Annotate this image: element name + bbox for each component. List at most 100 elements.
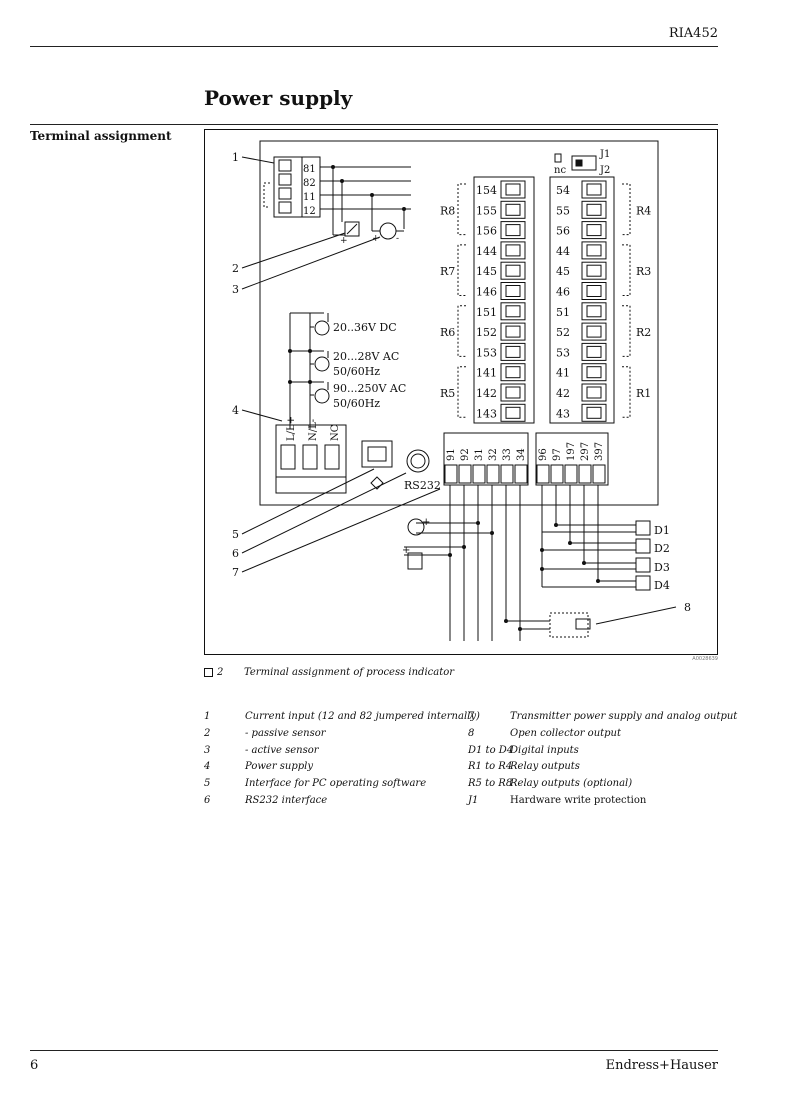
io-terminal-screw [514, 464, 528, 484]
relay-terminal-cell [581, 241, 607, 260]
power-wiring [289, 312, 330, 429]
digital-input-d1: D1 [654, 524, 670, 537]
relay-terminal-41: 41 [556, 367, 570, 380]
jumper-j1-label: J1 [599, 149, 610, 160]
relay-terminal-cell [581, 322, 607, 341]
jumper-j1 [554, 153, 597, 171]
sensor-terminal-block: 81 82 11 12 [263, 156, 321, 218]
relay-terminal-screw [586, 386, 602, 399]
io-terminal-screw [458, 464, 472, 484]
legend-text: Hardware write protection [510, 795, 647, 806]
io-terminal-297: 297 [580, 442, 591, 461]
relay-terminal-screw [505, 203, 521, 216]
relay-label-R4: R4 [636, 204, 651, 217]
svg-text:+: + [402, 545, 410, 556]
power-label-ac-low-freq: 50/60Hz [333, 365, 380, 378]
legend-text: RS232 interface [245, 795, 328, 806]
relay-terminal-cell [500, 322, 526, 341]
terminal-11: 11 [303, 192, 316, 203]
io-terminal-397: 397 [594, 442, 605, 461]
legend-key: 1 [204, 711, 211, 722]
io-terminal-96: 96 [538, 448, 549, 461]
callout-2: 2 [232, 262, 239, 275]
legend-key: 6 [204, 795, 211, 806]
relay-terminal-cell [581, 261, 607, 280]
callout-5: 5 [232, 528, 239, 541]
legend-text: - active sensor [245, 745, 319, 756]
relay-terminal-cell [581, 200, 607, 219]
relay-terminal-screw [505, 285, 521, 297]
relay-terminal-cell [500, 261, 526, 280]
relay-terminal-screw [586, 406, 602, 419]
footer-brand: Endress+Hauser [605, 1058, 718, 1073]
relay-terminal-43: 43 [556, 407, 570, 420]
relay-terminal-screw [505, 264, 521, 277]
io-terminal-32: 32 [488, 448, 499, 461]
relay-terminal-screw [505, 386, 521, 399]
relay-terminal-screw [586, 285, 602, 297]
digital-input-d3: D3 [654, 561, 670, 574]
relay-terminal-155: 155 [476, 204, 497, 217]
relay-terminal-cell [500, 282, 526, 300]
relay-terminal-screw [505, 406, 521, 419]
legend-text: Interface for PC operating software [245, 778, 427, 789]
relay-terminal-cell [581, 282, 607, 300]
relay-terminal-156: 156 [476, 225, 497, 238]
svg-text:+: + [340, 236, 348, 246]
relay-terminal-53: 53 [556, 346, 570, 359]
relay-terminal-56: 56 [556, 225, 570, 238]
digital-input-d2: D2 [654, 542, 670, 555]
legend-text: Digital inputs [510, 745, 579, 756]
relay-terminal-cell [581, 403, 607, 422]
legend-key: 4 [204, 761, 211, 772]
figure-code: A0028639 [692, 656, 718, 662]
io-terminal-197: 197 [566, 442, 577, 461]
section-side-label: Terminal assignment [30, 129, 172, 143]
terminal-12: 12 [303, 206, 316, 217]
legend-key: 7 [468, 711, 475, 722]
terminal-assignment-figure: 81 82 11 12 + + - 1 [204, 129, 718, 655]
relay-terminal-cell [500, 302, 526, 321]
relay-terminal-141: 141 [476, 367, 497, 380]
terminal-n: N/L- [308, 419, 319, 441]
legend-text: Current input (12 and 82 jumpered intern… [245, 711, 480, 722]
device-housing [259, 140, 659, 506]
relay-terminal-screw [586, 183, 602, 196]
relay-terminal-screw [505, 224, 521, 237]
sensor-terminal-screw [278, 187, 292, 200]
callout-4: 4 [232, 404, 239, 417]
relay-terminal-cell [500, 221, 526, 240]
callout-6: 6 [232, 547, 239, 560]
relay-terminal-152: 152 [476, 326, 497, 339]
legend-key: 3 [204, 745, 211, 756]
callout-8: 8 [684, 601, 691, 614]
io-terminal-92: 92 [460, 448, 471, 461]
relay-label-R5: R5 [440, 387, 455, 400]
relay-terminal-screw [586, 366, 602, 379]
relay-terminal-146: 146 [476, 286, 497, 299]
relay-label-R7: R7 [440, 265, 455, 278]
rs232-label: RS232 [404, 479, 441, 492]
relay-terminal-cell [581, 383, 607, 402]
relay-contact-symbol [457, 244, 466, 296]
relay-terminal-screw [586, 325, 602, 338]
relay-terminal-screw [505, 305, 521, 318]
relay-terminal-cell [581, 180, 607, 199]
relay-terminal-143: 143 [476, 407, 497, 420]
legend-text: Open collector output [510, 728, 622, 739]
relay-terminal-screw [505, 244, 521, 257]
relay-terminal-screw [505, 325, 521, 338]
io-terminal-screw [486, 464, 500, 484]
relay-terminal-screw [505, 366, 521, 379]
relay-terminal-153: 153 [476, 346, 497, 359]
legend-text: Relay outputs (optional) [510, 778, 633, 789]
relay-label-R8: R8 [440, 204, 455, 217]
relay-terminal-cell [581, 221, 607, 240]
relay-terminal-screw [505, 183, 521, 196]
relay-terminal-cell [500, 180, 526, 199]
relay-terminal-46: 46 [556, 286, 570, 299]
relay-contact-symbol [457, 305, 466, 357]
relay-label-R1: R1 [636, 387, 651, 400]
relay-terminal-screw [586, 203, 602, 216]
